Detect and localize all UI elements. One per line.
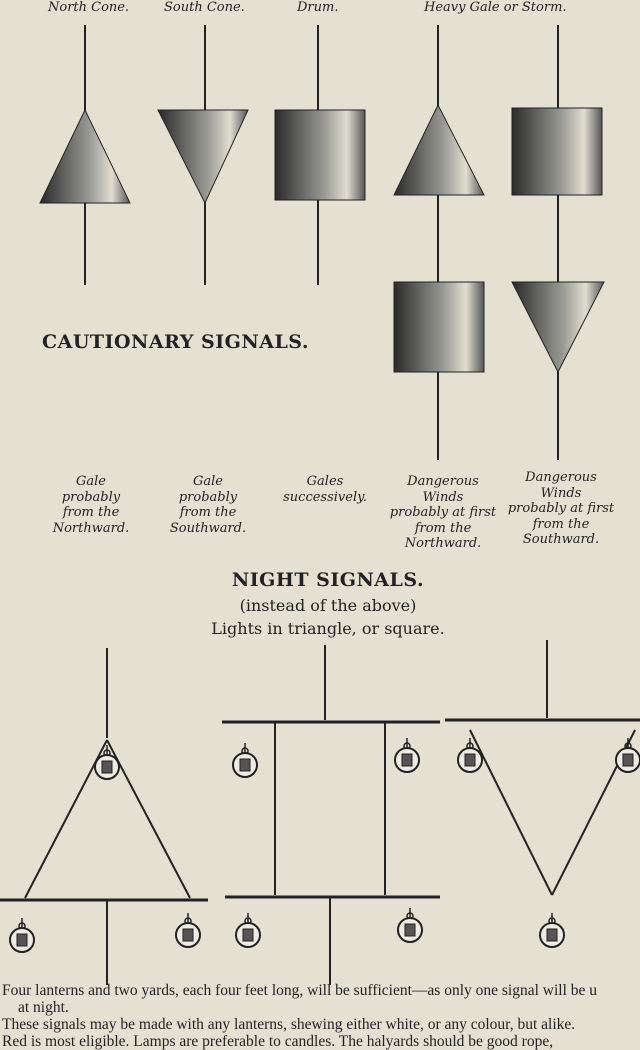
lantern-icon <box>235 912 261 948</box>
storm-south-cone-shape <box>511 281 605 374</box>
north-cone-shape <box>39 108 131 204</box>
cautionary-heading: CAUTIONARY SIGNALS. <box>42 331 309 353</box>
lantern-icon <box>9 917 35 953</box>
caption-storm-south: Dangerous Winds probably at first from t… <box>507 470 615 547</box>
storm-north-drum-shape <box>393 281 485 373</box>
label-drum: Drum. <box>297 0 339 15</box>
body-line: Red is most eligible. Lamps are preferab… <box>2 1033 554 1050</box>
caption-north-cone: Gale probably from the Northward. <box>52 474 130 536</box>
storm-south-drum-shape <box>511 107 603 196</box>
lantern-icon <box>94 744 120 780</box>
lantern-icon <box>539 912 565 948</box>
body-line: Four lanterns and two yards, each four f… <box>2 982 598 999</box>
night-subheading: (instead of the above) <box>239 596 417 615</box>
caption-south-cone: Gale probably from the Southward. <box>169 474 247 536</box>
night-inverted-side <box>469 729 553 896</box>
night-triangle-side <box>24 739 108 899</box>
night-note: Lights in triangle, or square. <box>211 619 445 638</box>
label-storm: Heavy Gale or Storm. <box>424 0 567 15</box>
lantern-icon <box>394 737 420 773</box>
caption-drum: Gales successively. <box>283 474 367 505</box>
body-line: These signals may be made with any lante… <box>2 1016 576 1033</box>
storm-north-cone-shape <box>393 103 485 196</box>
lantern-icon <box>397 907 423 943</box>
lantern-icon <box>615 737 640 773</box>
south-cone-shape <box>157 109 249 205</box>
lantern-icon <box>175 912 201 948</box>
label-north-cone: North Cone. <box>48 0 130 15</box>
night-heading: NIGHT SIGNALS. <box>231 569 425 591</box>
night-triangle-side <box>106 739 191 899</box>
drum-shape <box>274 109 366 201</box>
label-south-cone: South Cone. <box>164 0 245 15</box>
lantern-icon <box>232 742 258 778</box>
lantern-icon <box>457 737 483 773</box>
caption-storm-north: Dangerous Winds probably at first from t… <box>389 474 497 551</box>
body-line: at night. <box>18 999 69 1016</box>
